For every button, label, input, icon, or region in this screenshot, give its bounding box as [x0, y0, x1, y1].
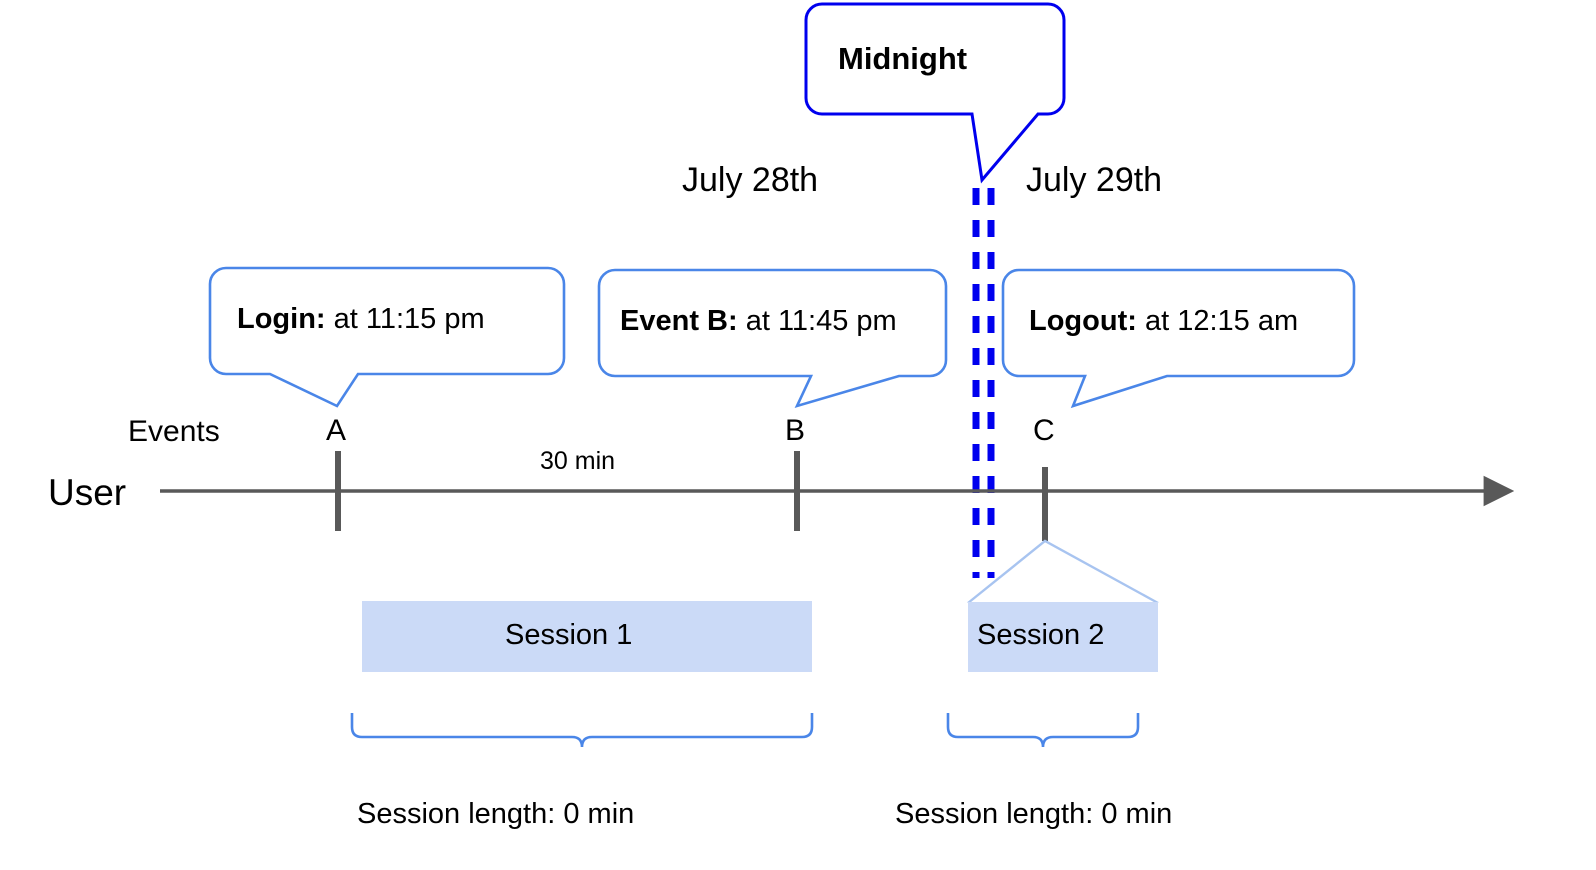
- session-2-brace: [946, 713, 1140, 748]
- date-label-july-29: July 29th: [1026, 161, 1163, 199]
- event-b-callout-shape: [597, 268, 948, 409]
- session-1-length-label: Session length: 0 min: [357, 798, 635, 830]
- event-tick-label-a: A: [326, 414, 347, 447]
- login-callout-rest: at 11:15 pm: [325, 303, 485, 335]
- login-callout-bold: Login:: [237, 303, 326, 335]
- gap-duration-label: 30 min: [540, 447, 616, 475]
- user-row-label: User: [48, 472, 127, 513]
- events-row-label: Events: [128, 415, 220, 448]
- event-b-callout-label: Event B: at 11:45 pm: [620, 307, 897, 336]
- login-callout-shape: [208, 266, 566, 408]
- session-1-bar: [362, 601, 812, 672]
- event-tick-label-c: C: [1033, 414, 1055, 447]
- session-2-funnel: [967, 539, 1159, 605]
- event-tick-label-b: B: [785, 414, 806, 447]
- midnight-callout-shape: [804, 2, 1066, 184]
- date-label-july-28: July 28th: [682, 161, 819, 199]
- session-1-label: Session 1: [505, 619, 633, 651]
- login-callout-label: Login: at 11:15 pm: [237, 305, 485, 334]
- session-2-bar: [968, 602, 1158, 672]
- session-2-length-label: Session length: 0 min: [895, 798, 1173, 830]
- event-b-callout-rest: at 11:45 pm: [737, 305, 897, 337]
- session-2-label: Session 2: [977, 619, 1105, 651]
- logout-callout-label: Logout: at 12:15 am: [1029, 307, 1298, 336]
- logout-callout-rest: at 12:15 am: [1136, 305, 1299, 337]
- midnight-callout-label: Midnight: [838, 41, 968, 76]
- logout-callout-bold: Logout:: [1029, 305, 1137, 337]
- session-1-brace: [350, 713, 814, 748]
- event-b-callout-bold: Event B:: [620, 305, 738, 337]
- logout-callout-shape: [1001, 268, 1356, 409]
